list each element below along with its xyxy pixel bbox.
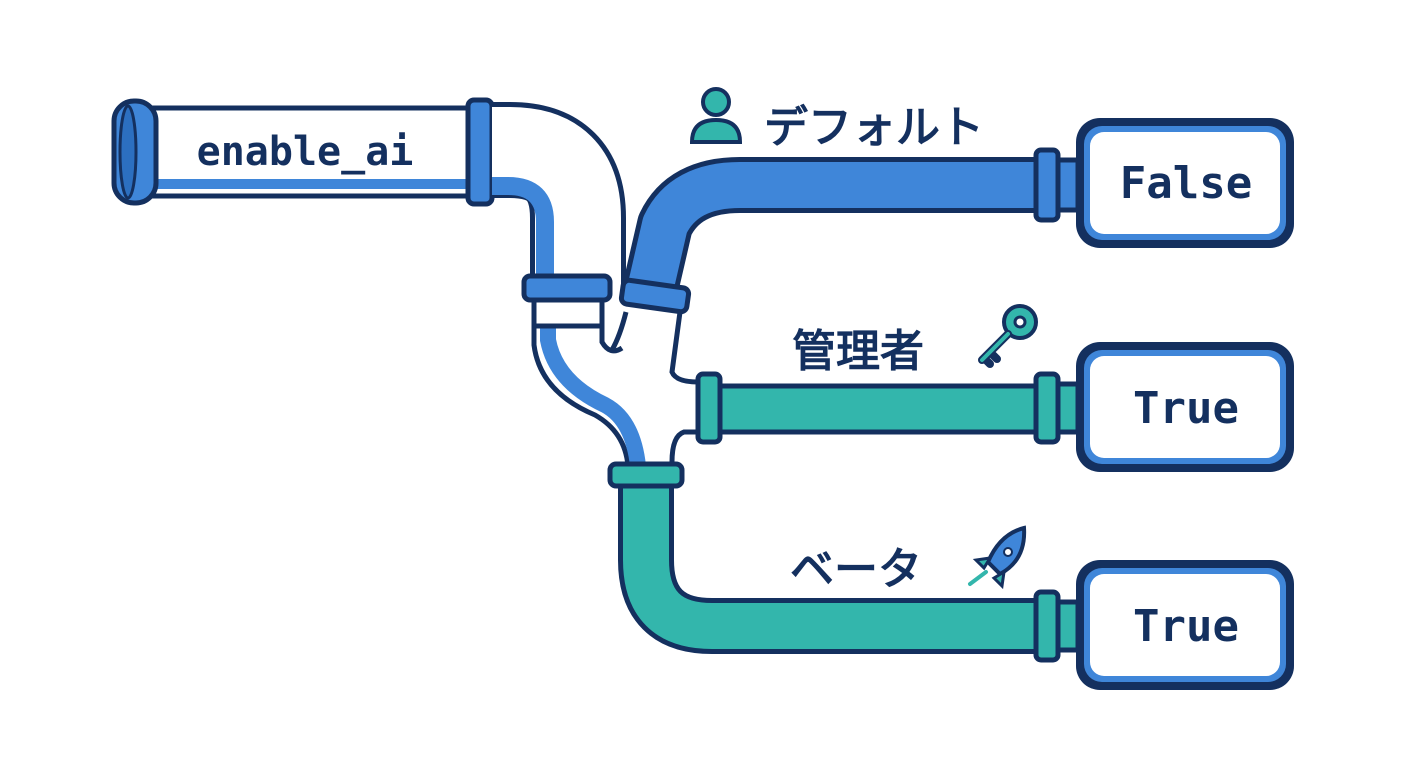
branch-admin-label-group: 管理者 — [792, 304, 1038, 377]
branch-beta-pipe — [607, 461, 1081, 663]
rocket-icon — [968, 525, 1027, 590]
value-box-beta: True — [1076, 560, 1294, 690]
branch-beta-label: ベータ — [790, 544, 922, 595]
value-beta: True — [1133, 601, 1239, 652]
value-admin: True — [1133, 383, 1239, 434]
source-label: enable_ai — [197, 129, 414, 175]
value-box-default: False — [1076, 118, 1294, 248]
branch-admin-pipe — [669, 371, 1081, 463]
branch-beta-label-group: ベータ — [790, 525, 1027, 595]
source-pipe: enable_ai — [111, 97, 495, 207]
branch-default-pipe — [609, 147, 1081, 385]
value-default: False — [1120, 158, 1252, 209]
branch-default-label-group: デフォルト — [689, 87, 984, 153]
branch-admin-label: 管理者 — [792, 326, 924, 377]
user-icon — [689, 87, 743, 144]
value-box-admin: True — [1076, 342, 1294, 472]
source-elbow — [462, 102, 626, 285]
key-icon — [978, 304, 1038, 368]
center-down-pipe — [521, 273, 646, 468]
branch-default-label: デフォルト — [764, 102, 984, 153]
